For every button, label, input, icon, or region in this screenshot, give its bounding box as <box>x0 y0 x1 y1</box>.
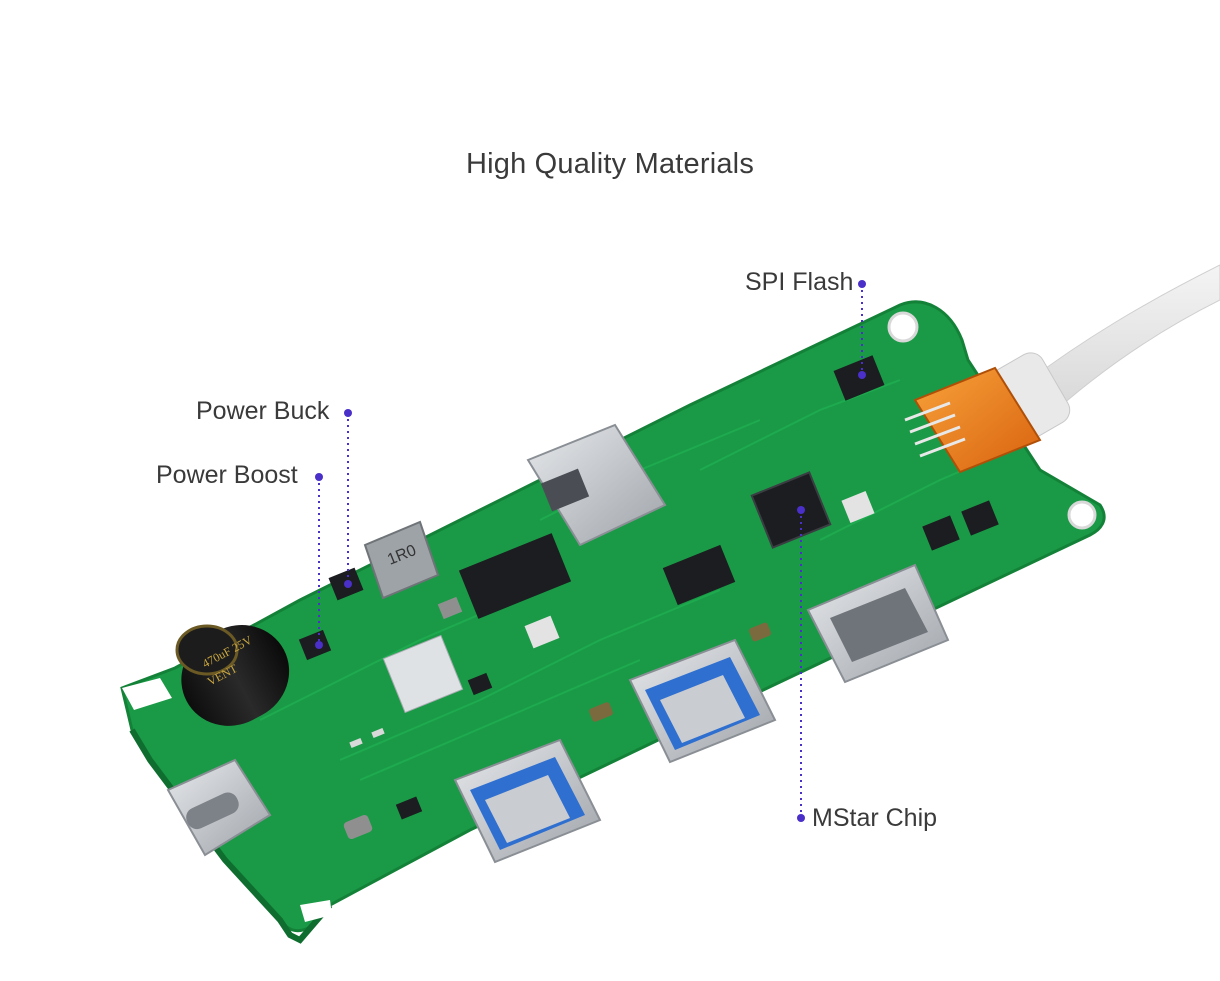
power-inductor: 1R0 <box>363 520 440 600</box>
shield-can <box>382 634 464 714</box>
cable-connector <box>904 366 1042 474</box>
small-ic <box>961 500 999 536</box>
board-notch <box>122 678 172 710</box>
callout-power-boost: Power Boost <box>156 461 298 489</box>
large-ic <box>458 533 572 619</box>
power-boost-dot <box>315 473 323 481</box>
callout-spi-flash: SPI Flash <box>745 268 854 296</box>
board-notch <box>300 900 332 922</box>
power-buck-dot <box>344 409 352 417</box>
medium-ic <box>662 544 736 606</box>
pcb-edge <box>129 728 333 944</box>
spi-flash-chip <box>833 355 885 401</box>
power-boost-target-dot <box>315 641 323 649</box>
spi-flash-dot <box>858 280 866 288</box>
pcb <box>120 300 1106 933</box>
smd-components <box>343 491 875 840</box>
mstar-chip-dot <box>797 814 805 822</box>
hdmi-port <box>806 563 950 684</box>
cable <box>1009 264 1220 421</box>
electrolytic-capacitor: 470uF 25V VENT <box>175 624 290 726</box>
spi-flash-target-dot <box>858 371 866 379</box>
power-buck-target-dot <box>344 580 352 588</box>
callout-mstar-chip: MStar Chip <box>812 804 938 832</box>
mounting-hole <box>887 311 919 343</box>
microsd-slot <box>526 423 667 547</box>
mounting-hole <box>1067 500 1097 530</box>
usb-a-port-right <box>628 638 777 764</box>
page-title: High Quality Materials <box>465 148 755 180</box>
usb-c-port <box>166 758 272 857</box>
callout-power-buck: Power Buck <box>196 397 330 425</box>
mstar-chip-target-dot <box>797 506 805 514</box>
usb-a-port-left <box>453 738 602 864</box>
small-ic <box>922 515 960 551</box>
